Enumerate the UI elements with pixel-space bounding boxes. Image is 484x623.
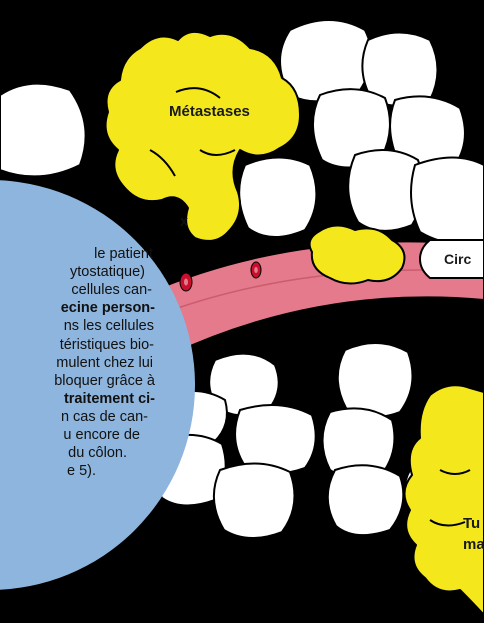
metastases-label: Métastases: [169, 103, 250, 120]
tumor-label-line1: Tu: [463, 515, 480, 532]
info-panel-shape: [0, 180, 195, 590]
primary-tumor-cluster: [404, 385, 484, 615]
tumor-label-line2: ma: [463, 536, 484, 553]
circulating-tumor-cell: [310, 225, 405, 283]
healthy-cell: [328, 465, 404, 535]
healthy-cell: [338, 343, 413, 417]
healthy-cell: [0, 84, 86, 177]
healthy-cell: [214, 463, 295, 538]
circulation-label: Circ: [444, 251, 471, 267]
healthy-cell: [411, 158, 484, 244]
healthy-cell: [239, 158, 316, 238]
